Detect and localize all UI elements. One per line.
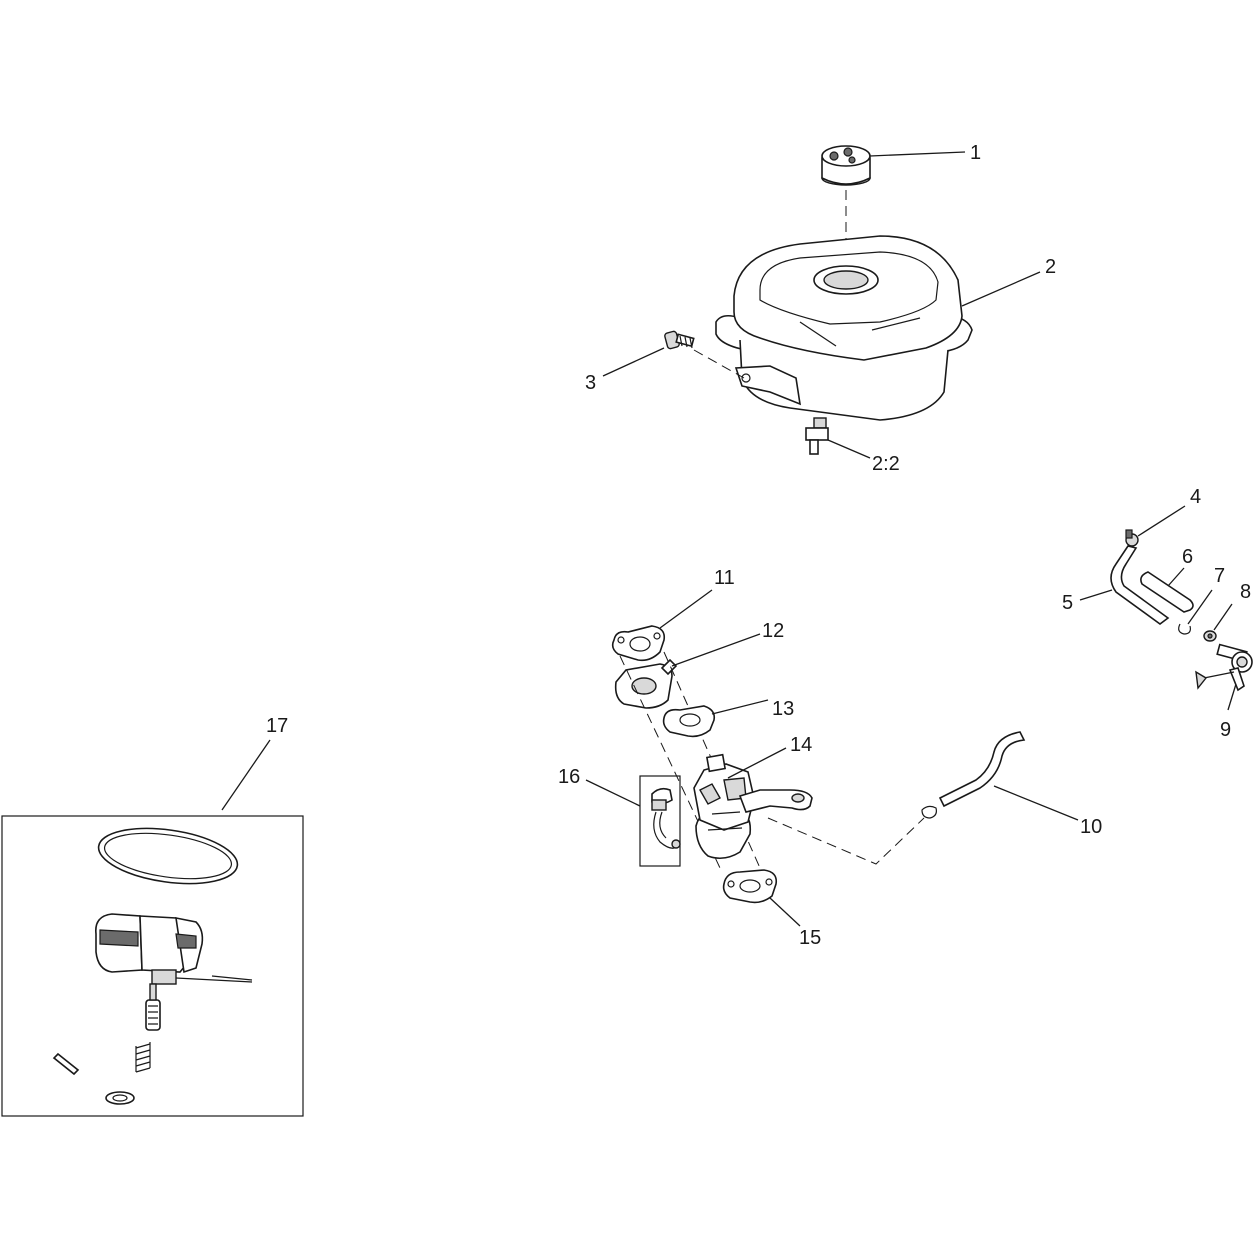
leader-2-2 [827, 439, 871, 459]
callout-12: 12 [762, 620, 784, 642]
hose-segment-part [1140, 571, 1194, 613]
callout-14: 14 [790, 734, 812, 756]
callout-16: 16 [558, 766, 580, 788]
leader-7 [1187, 589, 1213, 625]
leader-9 [1227, 683, 1237, 711]
fuel-line-part [1110, 545, 1170, 625]
bolt-part [664, 330, 695, 350]
carb-fuel-line-part [921, 731, 1026, 819]
callout-3: 3 [585, 372, 596, 394]
solenoid-part [639, 775, 681, 867]
callout-8: 8 [1240, 581, 1251, 603]
callout-11: 11 [714, 567, 735, 589]
leader-5 [1079, 589, 1113, 601]
kit-needle-part [145, 983, 161, 1031]
leader-16 [585, 779, 641, 807]
callout-9: 9 [1220, 719, 1231, 741]
callout-13: 13 [772, 698, 794, 720]
kit-gasket-ring-part [97, 827, 239, 885]
callout-17: 17 [266, 715, 288, 737]
tank-fitting-part [805, 417, 829, 455]
small-clamp-part [1178, 623, 1191, 635]
insulator-part [614, 658, 678, 709]
axis-bolt-tank [693, 349, 745, 379]
leader-15 [769, 897, 801, 927]
leader-14 [727, 747, 787, 779]
washer-part [1203, 630, 1217, 642]
callout-6: 6 [1182, 546, 1193, 568]
leader-2 [961, 271, 1041, 307]
callout-5: 5 [1062, 592, 1073, 614]
callout-15: 15 [799, 927, 821, 949]
clamp-part [1125, 529, 1139, 547]
leader-10 [993, 785, 1079, 821]
carburetor-part [693, 753, 813, 860]
leader-6 [1167, 567, 1185, 587]
gasket-lower-part [722, 869, 778, 904]
leader-8 [1213, 603, 1233, 631]
leader-11 [659, 589, 713, 629]
leader-3 [602, 347, 665, 377]
shutoff-valve-part [1195, 643, 1253, 692]
leader-12 [671, 633, 761, 667]
callout-10: 10 [1080, 816, 1102, 838]
kit-pin-part [52, 1052, 80, 1076]
gasket-middle-part [662, 705, 716, 738]
fuel-tank-part [715, 235, 973, 421]
kit-spring-part [135, 1042, 151, 1073]
callout-7: 7 [1214, 565, 1225, 587]
leader-17 [221, 739, 271, 811]
leader-4 [1137, 505, 1186, 537]
callout-1: 1 [970, 142, 981, 164]
callout-4: 4 [1190, 486, 1201, 508]
kit-box [1, 815, 304, 1117]
callout-2-2: 2:2 [872, 453, 900, 475]
fuel-cap-part [821, 145, 871, 186]
axis-fuel-line [767, 817, 925, 865]
kit-washer-part [105, 1091, 135, 1105]
leader-13 [711, 699, 769, 715]
gasket-upper-part [611, 625, 666, 662]
callout-2: 2 [1045, 256, 1056, 278]
kit-float-part [95, 913, 253, 985]
leader-1 [869, 151, 966, 157]
